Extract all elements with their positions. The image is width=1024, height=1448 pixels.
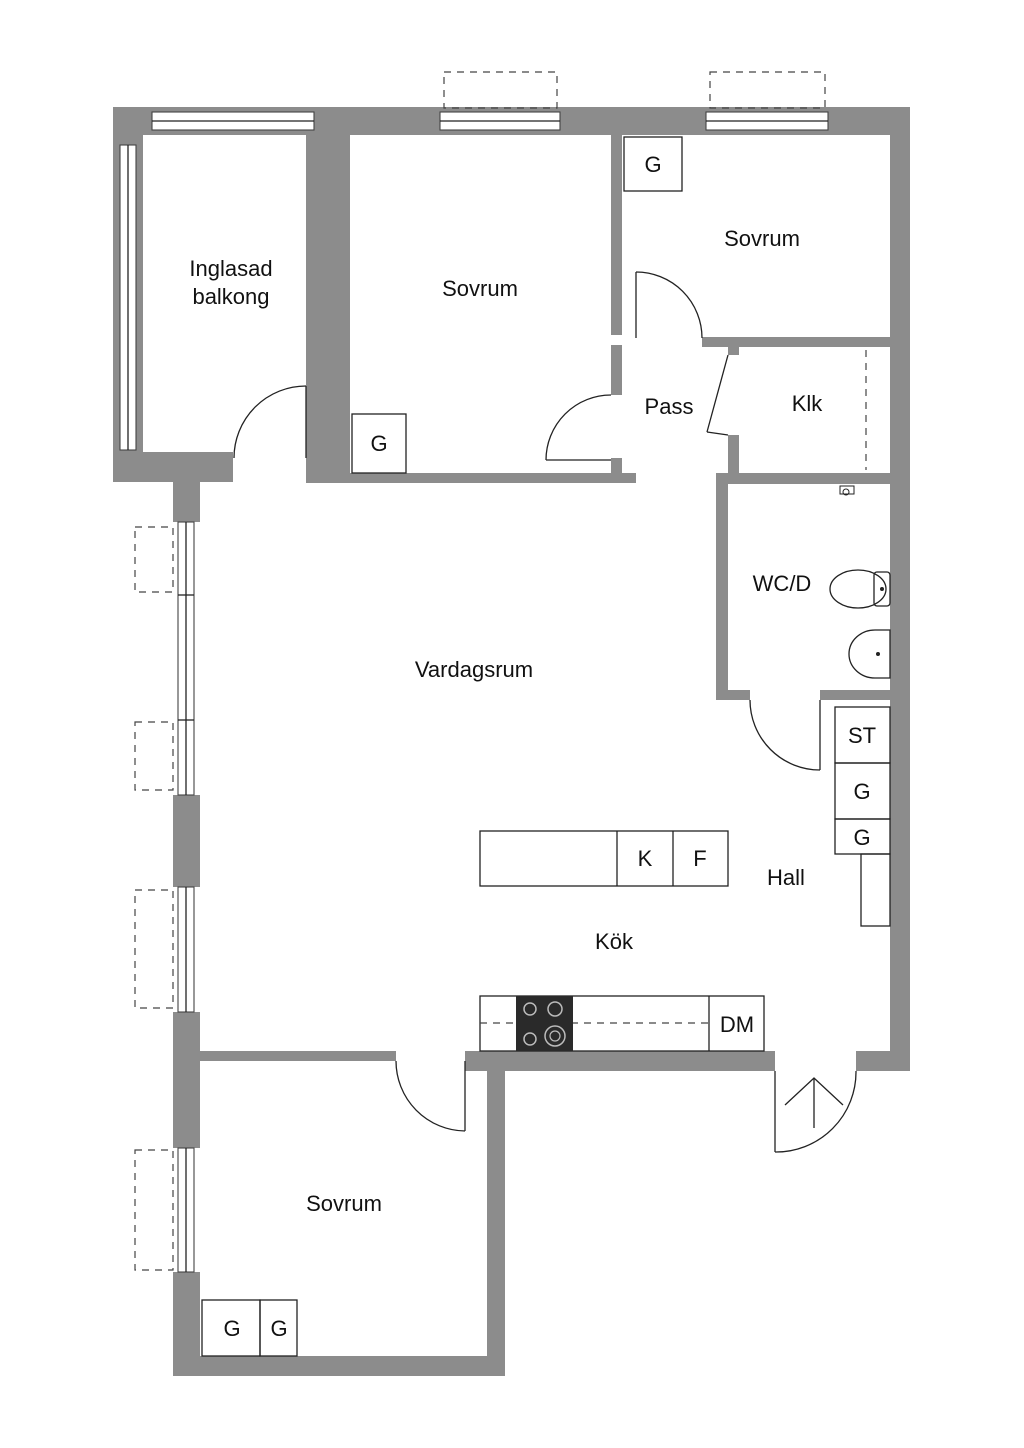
wardrobe-bedroom-3	[201, 1299, 298, 1357]
label-bedroom-2: Sovrum	[724, 226, 800, 251]
label-klk: Klk	[792, 391, 824, 416]
label-wardrobe-bed3-a: G	[223, 1316, 240, 1341]
label-wardrobe-bed2: G	[644, 152, 661, 177]
label-wardrobe-bed1: G	[370, 431, 387, 456]
label-bedroom-1: Sovrum	[442, 276, 518, 301]
tap-icon	[839, 485, 855, 496]
label-freezer: F	[693, 846, 706, 871]
label-hall-st: ST	[848, 723, 876, 748]
label-wc: WC/D	[753, 571, 812, 596]
label-hall-g2: G	[853, 825, 870, 850]
hob-icon	[516, 996, 573, 1051]
label-wardrobe-bed3-b: G	[270, 1316, 287, 1341]
kitchen-island	[479, 830, 729, 887]
kitchen-counter	[479, 995, 765, 1052]
wardrobe-bedroom-2	[623, 136, 683, 192]
sink-icon	[848, 629, 891, 679]
label-pass: Pass	[645, 394, 694, 419]
label-balcony-line2: balkong	[192, 284, 269, 309]
label-kitchen: Kök	[595, 929, 634, 954]
label-living: Vardagsrum	[415, 657, 533, 682]
walls	[113, 107, 910, 1376]
label-fridge: K	[638, 846, 653, 871]
entrance-arrow-icon	[784, 1077, 844, 1128]
label-dishwasher: DM	[720, 1012, 754, 1037]
label-bedroom-3: Sovrum	[306, 1191, 382, 1216]
hall-storage	[834, 706, 891, 927]
wardrobe-bedroom-1	[351, 413, 407, 474]
doors	[233, 271, 857, 1153]
label-hall-g1: G	[853, 779, 870, 804]
toilet-icon	[829, 569, 891, 609]
label-hall: Hall	[767, 865, 805, 890]
windows	[119, 71, 829, 1273]
label-balcony-line1: Inglasad	[189, 256, 272, 281]
